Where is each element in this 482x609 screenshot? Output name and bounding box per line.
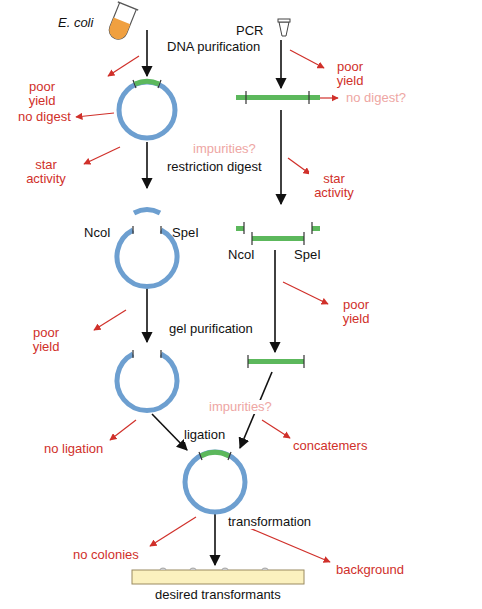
failure-note: poor yield — [328, 60, 372, 88]
step-label: DNA purification — [167, 40, 260, 54]
failure-note: concatemers — [293, 439, 367, 453]
site-label: SpeI — [294, 248, 321, 262]
source-label: PCR — [236, 24, 263, 38]
strain-label: E. coli — [58, 16, 93, 30]
failure-note: star activity — [21, 158, 71, 186]
pcr-fragment — [236, 91, 320, 104]
culture-tube — [105, 2, 139, 43]
ligated-plasmid — [185, 452, 245, 512]
step-label: gel purification — [169, 322, 253, 336]
plasmid — [119, 80, 175, 138]
cut-node: NcoI SpeI — [222, 246, 328, 264]
tube-node: E. coli — [52, 14, 112, 32]
site-label: SpeI — [172, 226, 199, 240]
step-label: ligation — [184, 428, 225, 442]
digested-plasmid — [117, 210, 177, 287]
failure-note: no digest — [18, 110, 71, 124]
failure-arrows — [76, 50, 338, 562]
cut-node: NcoI SpeI — [84, 224, 208, 242]
plate-label: desired transformants — [155, 588, 281, 602]
failure-note: background — [336, 563, 404, 577]
step-label: restriction digest — [167, 160, 262, 174]
agar-plate — [132, 568, 304, 584]
failure-note: no colonies — [73, 548, 139, 562]
failure-note: star activity — [309, 172, 359, 200]
failure-note: poor yield — [24, 326, 68, 354]
step-label: transformation — [228, 515, 311, 529]
failure-note: impurities? — [193, 142, 256, 156]
tube-node: PCR — [230, 22, 270, 40]
failure-note: impurities? — [209, 400, 272, 414]
failure-note: poor yield — [334, 298, 378, 326]
failure-note: poor yield — [20, 80, 64, 108]
digested-fragment — [236, 222, 320, 245]
pcr-tube — [278, 19, 290, 36]
site-label: NcoI — [84, 226, 111, 240]
site-label: NcoI — [228, 248, 255, 262]
failure-note: no ligation — [44, 442, 103, 456]
plate-node: desired transformants — [130, 586, 306, 604]
failure-note: no digest? — [346, 91, 406, 105]
